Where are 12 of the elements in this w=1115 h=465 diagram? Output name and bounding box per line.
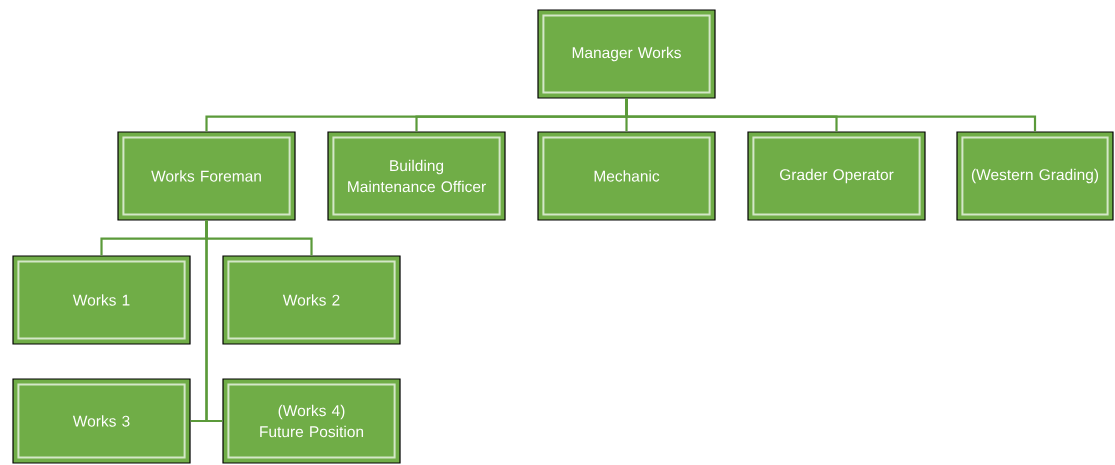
org-box: Mechanic xyxy=(537,131,716,221)
connector-line xyxy=(205,220,223,423)
org-box: Works 2 xyxy=(222,255,401,345)
org-box: Works 3 xyxy=(12,378,191,464)
org-box: Building Maintenance Officer xyxy=(327,131,506,221)
org-box: Manager Works xyxy=(537,9,716,99)
org-box: (Works 4) Future Position xyxy=(222,378,401,464)
org-box: Works 1 xyxy=(12,255,191,345)
org-box: Works Foreman xyxy=(117,131,296,221)
org-box: Grader Operator xyxy=(747,131,926,221)
org-box: (Western Grading) xyxy=(956,131,1114,221)
connector-line xyxy=(625,98,1037,132)
